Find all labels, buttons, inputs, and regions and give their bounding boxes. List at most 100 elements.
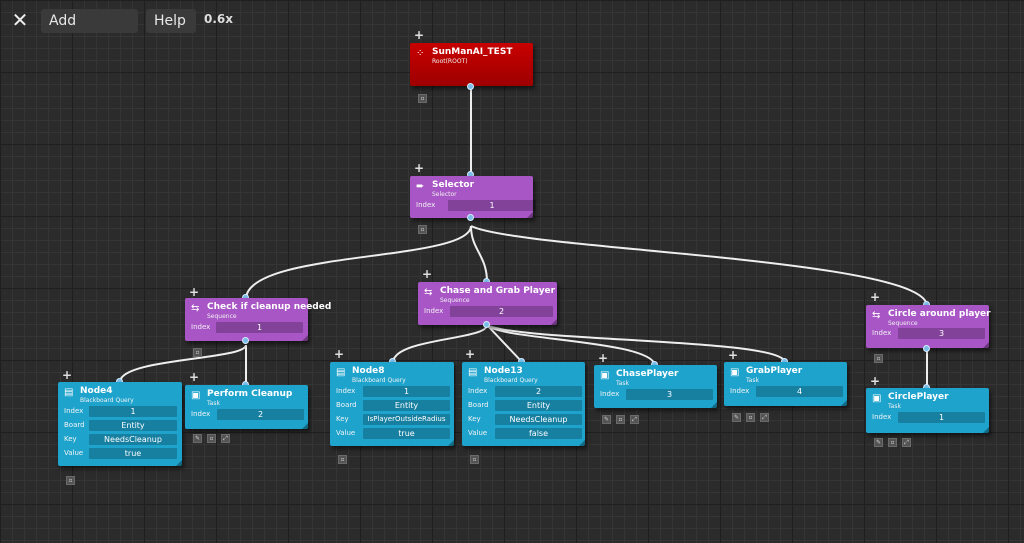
blackboard-icon: ▤: [336, 367, 346, 378]
collapse-icon[interactable]: ▫: [470, 455, 479, 464]
add-child-plus-icon[interactable]: +: [598, 351, 609, 365]
node-grabplayer[interactable]: ▣ GrabPlayer Task Index 4: [724, 362, 847, 406]
corner-fold: [579, 440, 585, 446]
expand-icon[interactable]: ⤢: [221, 434, 230, 443]
sequence-icon: ⇆: [872, 310, 881, 321]
copy-icon[interactable]: ▫: [746, 413, 755, 422]
index-row: Index 1: [64, 406, 178, 418]
collapse-icon[interactable]: ▫: [418, 94, 427, 103]
node-chaseplayer[interactable]: ▣ ChasePlayer Task Index 3: [594, 365, 717, 408]
collapse-icon[interactable]: ▫: [874, 354, 883, 363]
key-field[interactable]: NeedsCleanup: [495, 414, 582, 425]
index-label: Index: [416, 201, 436, 209]
pencil-icon[interactable]: ✎: [732, 413, 741, 422]
node-type: Blackboard Query: [352, 377, 406, 384]
help-button[interactable]: Help: [146, 9, 196, 33]
add-child-plus-icon[interactable]: +: [870, 374, 881, 388]
add-child-plus-icon[interactable]: +: [414, 161, 425, 175]
corner-fold: [711, 402, 717, 408]
add-button[interactable]: Add: [41, 9, 138, 33]
index-field[interactable]: 1: [448, 200, 536, 211]
add-child-plus-icon[interactable]: +: [189, 285, 200, 299]
index-field[interactable]: 1: [898, 412, 985, 423]
node-chase-and-grab-player[interactable]: ⇆ Chase and Grab Player Sequence Index 2: [418, 282, 557, 325]
node-check-if-cleanup-needed[interactable]: ⇆ Check if cleanup needed Sequence Index…: [185, 298, 331, 341]
index-field[interactable]: 2: [450, 306, 553, 317]
output-port[interactable]: [923, 345, 930, 352]
node-circleplayer[interactable]: ▣ CirclePlayer Task Index 1: [866, 388, 989, 433]
node-node13[interactable]: ▤ Node13 Blackboard Query Index 2 Board …: [462, 362, 585, 446]
index-field[interactable]: 1: [216, 322, 303, 333]
node-title: Node4: [80, 386, 113, 396]
output-port[interactable]: [242, 337, 249, 344]
collapse-icon[interactable]: ▫: [193, 348, 202, 357]
index-field[interactable]: 1: [363, 386, 450, 397]
expand-icon[interactable]: ⤢: [630, 415, 639, 424]
key-label: Key: [336, 415, 349, 423]
index-label: Index: [64, 407, 84, 415]
node-node4[interactable]: ▤ Node4 Blackboard Query Index 1 Board E…: [58, 382, 182, 466]
collapse-icon[interactable]: ▫: [418, 225, 427, 234]
corner-fold: [302, 335, 308, 341]
value-field[interactable]: true: [363, 428, 450, 439]
key-field[interactable]: IsPlayerOutsideRadius: [363, 414, 450, 425]
corner-fold: [448, 440, 454, 446]
index-field[interactable]: 1: [89, 406, 177, 417]
index-label: Index: [730, 387, 750, 395]
node-perform-cleanup[interactable]: ▣ Perform Cleanup Task Index 2: [185, 385, 308, 429]
node-circle-around-player[interactable]: ⇆ Circle around player Sequence Index 3: [866, 305, 991, 348]
collapse-icon[interactable]: ▫: [66, 476, 75, 485]
copy-icon[interactable]: ▫: [207, 434, 216, 443]
index-field[interactable]: 2: [217, 409, 304, 420]
value-field[interactable]: true: [89, 448, 177, 459]
value-row: Value false: [468, 428, 582, 440]
close-icon[interactable]: ✕: [11, 8, 29, 32]
pencil-icon[interactable]: ✎: [193, 434, 202, 443]
expand-icon[interactable]: ⤢: [760, 413, 769, 422]
board-label: Board: [64, 421, 85, 429]
copy-icon[interactable]: ▫: [616, 415, 625, 424]
index-field[interactable]: 4: [756, 386, 843, 397]
board-field[interactable]: Entity: [495, 400, 582, 411]
node-title: GrabPlayer: [746, 366, 803, 376]
output-port[interactable]: [467, 214, 474, 221]
key-row: Key IsPlayerOutsideRadius: [336, 414, 450, 426]
add-child-plus-icon[interactable]: +: [728, 348, 739, 362]
collapse-icon[interactable]: ▫: [338, 455, 347, 464]
index-label: Index: [336, 387, 356, 395]
add-child-plus-icon[interactable]: +: [422, 267, 433, 281]
add-child-plus-icon[interactable]: +: [62, 368, 73, 382]
board-field[interactable]: Entity: [363, 400, 450, 411]
add-child-plus-icon[interactable]: +: [870, 290, 881, 304]
copy-icon[interactable]: ▫: [888, 438, 897, 447]
node-type: Task: [888, 403, 901, 410]
add-child-plus-icon[interactable]: +: [189, 370, 200, 384]
node-selector[interactable]: ➨ Selector Selector Index 1: [410, 176, 536, 218]
key-label: Key: [468, 415, 481, 423]
node-node8[interactable]: ▤ Node8 Blackboard Query Index 1 Board E…: [330, 362, 454, 446]
index-row: Index 1: [872, 412, 985, 424]
node-root[interactable]: ⁘ SunManAI_TEST Root(ROOT): [410, 43, 533, 86]
value-label: Value: [468, 429, 488, 437]
add-child-plus-icon[interactable]: +: [414, 28, 425, 42]
pencil-icon[interactable]: ✎: [874, 438, 883, 447]
output-port[interactable]: [467, 83, 474, 90]
board-label: Board: [336, 401, 357, 409]
index-field[interactable]: 3: [898, 328, 985, 339]
wire-chase-chaseplayer: [486, 324, 656, 366]
expand-icon[interactable]: ⤢: [902, 438, 911, 447]
index-field[interactable]: 2: [495, 386, 582, 397]
value-field[interactable]: false: [495, 428, 582, 439]
wire-chase-node13: [486, 324, 523, 363]
output-port[interactable]: [483, 321, 490, 328]
add-child-plus-icon[interactable]: +: [465, 347, 476, 361]
index-row: Index 2: [191, 409, 304, 421]
index-field[interactable]: 3: [626, 389, 713, 400]
board-field[interactable]: Entity: [89, 420, 177, 431]
add-child-plus-icon[interactable]: +: [334, 347, 345, 361]
key-field[interactable]: NeedsCleanup: [89, 434, 177, 445]
pencil-icon[interactable]: ✎: [602, 415, 611, 424]
index-row: Index 1: [416, 200, 536, 212]
corner-fold: [176, 460, 182, 466]
index-row: Index 1: [191, 322, 304, 334]
